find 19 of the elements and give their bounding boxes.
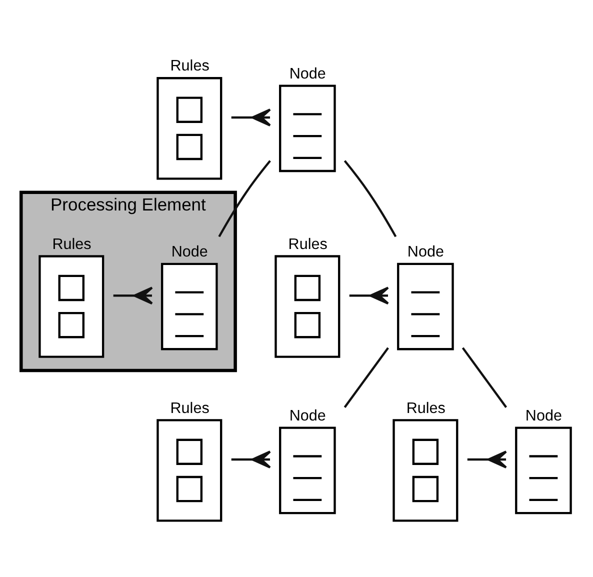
connector [344, 160, 397, 238]
connector [231, 108, 272, 126]
connector [344, 347, 389, 408]
node-label: Node [289, 407, 326, 424]
node-label: Rules [288, 236, 328, 253]
node-label: Rules [406, 400, 446, 417]
connector [113, 286, 154, 305]
connector [349, 286, 390, 305]
node-label: Rules [52, 236, 92, 253]
node-label: Node [289, 65, 326, 82]
node-label: Node [525, 407, 562, 424]
node-label: Rules [170, 400, 210, 417]
connector [231, 450, 272, 468]
node-label: Node [407, 243, 444, 260]
node-label: Node [171, 243, 208, 260]
node-label: Rules [170, 58, 210, 75]
connector [462, 347, 508, 408]
connector [218, 160, 271, 238]
connector [467, 450, 508, 468]
